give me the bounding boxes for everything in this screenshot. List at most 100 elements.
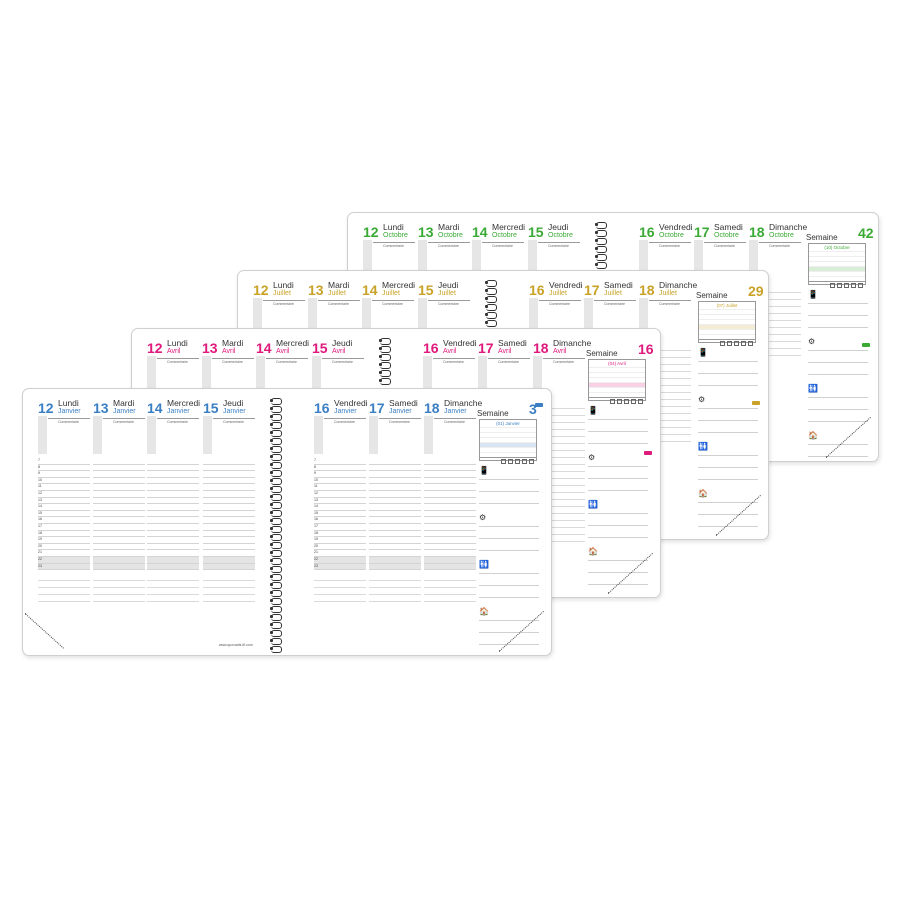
hour-row[interactable] — [424, 478, 476, 485]
note-line[interactable] — [639, 351, 691, 358]
hour-row[interactable] — [203, 531, 255, 538]
note-line[interactable] — [314, 574, 366, 582]
note-line[interactable] — [533, 521, 585, 528]
note-line[interactable] — [639, 400, 691, 407]
note-line[interactable] — [38, 588, 90, 596]
note-line[interactable] — [424, 581, 476, 589]
side-note-line[interactable] — [808, 350, 868, 351]
mini-calendar-week[interactable] — [480, 437, 536, 442]
hour-row[interactable] — [203, 478, 255, 485]
hour-row[interactable] — [369, 491, 421, 498]
hour-row[interactable] — [203, 517, 255, 524]
hour-row[interactable] — [93, 504, 145, 511]
mini-calendar-week[interactable] — [699, 309, 755, 314]
mini-calendar-week[interactable] — [589, 367, 645, 372]
note-line[interactable] — [749, 342, 801, 349]
hour-row[interactable]: 10 — [38, 478, 90, 485]
side-note-line[interactable] — [479, 585, 539, 586]
hour-row[interactable] — [424, 511, 476, 518]
side-note-line[interactable] — [588, 431, 648, 432]
hour-row[interactable] — [93, 556, 145, 564]
note-line[interactable] — [533, 528, 585, 535]
note-line[interactable] — [533, 493, 585, 500]
side-note-line[interactable] — [698, 385, 758, 386]
side-note-line[interactable] — [808, 315, 868, 316]
note-line[interactable] — [533, 472, 585, 479]
note-line[interactable] — [639, 435, 691, 442]
note-line[interactable] — [424, 588, 476, 596]
side-note-line[interactable] — [479, 491, 539, 492]
side-note-line[interactable] — [479, 632, 539, 633]
side-note-line[interactable] — [588, 537, 648, 538]
note-line[interactable] — [533, 409, 585, 416]
note-line[interactable] — [147, 574, 199, 582]
hour-row[interactable] — [369, 544, 421, 551]
side-note-line[interactable] — [698, 479, 758, 480]
side-note-line[interactable] — [588, 572, 648, 573]
hour-row[interactable]: 16 — [314, 517, 366, 524]
hour-row[interactable] — [424, 537, 476, 544]
mini-calendar-week[interactable] — [589, 372, 645, 377]
note-line[interactable] — [369, 588, 421, 596]
mini-calendar-week[interactable] — [809, 266, 865, 271]
hour-row[interactable]: 22 — [314, 556, 366, 564]
hour-row[interactable] — [203, 544, 255, 551]
hour-row[interactable]: 17 — [38, 524, 90, 531]
footer-url[interactable]: www.quovadis-lfl.com — [219, 643, 253, 647]
note-line[interactable] — [93, 588, 145, 596]
mini-calendar-week[interactable] — [809, 276, 865, 281]
side-note-line[interactable] — [808, 456, 868, 457]
mini-month-calendar[interactable]: (04) Avril — [588, 359, 646, 404]
hour-row[interactable]: 21 — [38, 550, 90, 557]
mini-calendar-week[interactable] — [699, 324, 755, 329]
hour-row[interactable] — [93, 531, 145, 538]
note-line[interactable] — [203, 595, 255, 603]
hour-row[interactable]: 13 — [38, 498, 90, 505]
hour-row[interactable] — [93, 563, 145, 571]
hour-row[interactable] — [147, 471, 199, 478]
side-note-line[interactable] — [698, 502, 758, 503]
hour-row[interactable] — [93, 478, 145, 485]
hour-row[interactable] — [424, 524, 476, 531]
hour-row[interactable]: 21 — [314, 550, 366, 557]
note-line[interactable] — [203, 581, 255, 589]
side-note-line[interactable] — [808, 444, 868, 445]
side-note-line[interactable] — [698, 420, 758, 421]
mini-calendar-week[interactable] — [589, 392, 645, 397]
mini-calendar-week[interactable] — [809, 271, 865, 276]
hour-row[interactable]: 10 — [314, 478, 366, 485]
hour-row[interactable] — [93, 544, 145, 551]
hour-row[interactable] — [147, 465, 199, 472]
hour-row[interactable]: 11 — [314, 484, 366, 491]
hour-row[interactable] — [93, 465, 145, 472]
hour-row[interactable] — [369, 537, 421, 544]
mini-calendar-week[interactable] — [589, 377, 645, 382]
note-line[interactable] — [38, 595, 90, 603]
side-note-line[interactable] — [698, 514, 758, 515]
hour-row[interactable] — [203, 537, 255, 544]
side-note-line[interactable] — [588, 513, 648, 514]
note-line[interactable] — [533, 402, 585, 409]
side-note-line[interactable] — [588, 478, 648, 479]
hour-row[interactable]: 20 — [38, 544, 90, 551]
hour-row[interactable]: 9 — [314, 471, 366, 478]
hour-row[interactable] — [203, 563, 255, 571]
mini-month-calendar[interactable]: (01) Janvier — [479, 419, 537, 464]
note-line[interactable] — [93, 595, 145, 603]
side-note-line[interactable] — [698, 373, 758, 374]
side-note-line[interactable] — [588, 490, 648, 491]
hour-row[interactable] — [147, 531, 199, 538]
side-note-line[interactable] — [479, 538, 539, 539]
hour-row[interactable] — [93, 550, 145, 557]
side-note-line[interactable] — [588, 584, 648, 585]
side-note-line[interactable] — [588, 525, 648, 526]
note-line[interactable] — [749, 335, 801, 342]
hour-row[interactable]: 14 — [314, 504, 366, 511]
hour-row[interactable] — [369, 484, 421, 491]
hour-row[interactable] — [203, 458, 255, 465]
mini-calendar-week[interactable] — [809, 256, 865, 261]
hour-row[interactable] — [424, 531, 476, 538]
mini-month-calendar[interactable]: (10) Octobre — [808, 243, 866, 288]
hour-row[interactable] — [424, 563, 476, 571]
side-note-line[interactable] — [808, 327, 868, 328]
